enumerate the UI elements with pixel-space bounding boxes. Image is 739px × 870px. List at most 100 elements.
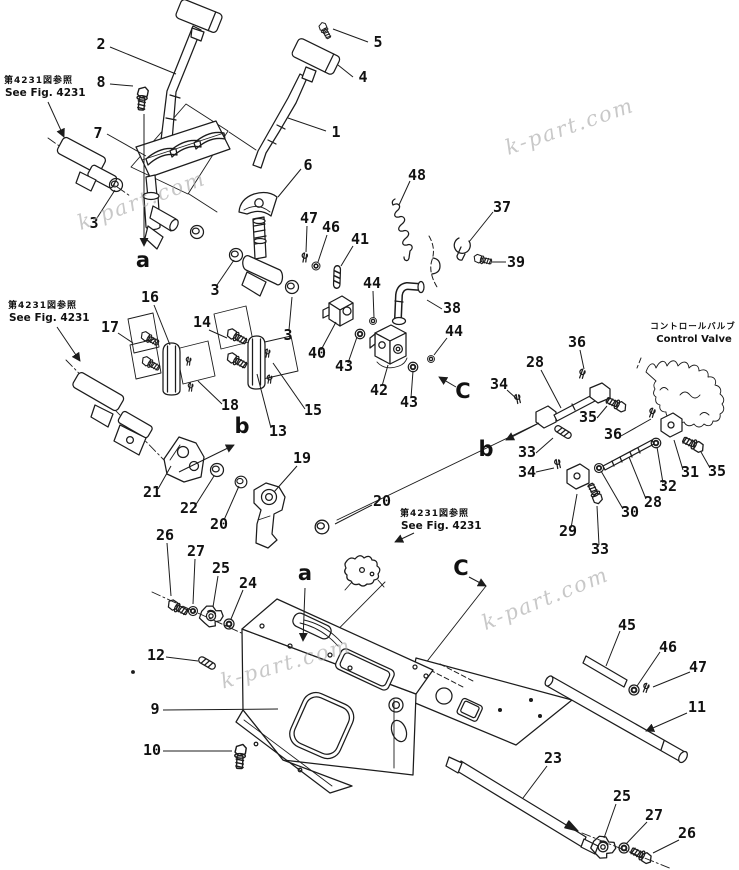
part-number-6: 6	[303, 156, 312, 174]
part-number-3: 3	[283, 326, 292, 344]
part-number-8: 8	[96, 73, 105, 91]
part-number-46: 46	[322, 218, 340, 236]
leader-lines	[96, 28, 711, 854]
pivot-shaft-upper-left	[56, 136, 124, 193]
leader-line-9	[162, 708, 279, 711]
leader-line-48	[398, 180, 411, 206]
leader-line-33	[596, 505, 600, 546]
part-number-34: 34	[490, 375, 508, 393]
leader-line-22	[194, 475, 215, 507]
leader-line-43	[347, 336, 358, 364]
washer-44	[368, 316, 378, 326]
part-number-16: 16	[141, 288, 159, 306]
part-number-28: 28	[526, 353, 544, 371]
part-number-14: 14	[193, 313, 211, 331]
part-number-1: 1	[331, 123, 340, 141]
leader-line-19	[273, 465, 298, 493]
knob-cap-6-joint	[238, 191, 300, 297]
part-number-25: 25	[613, 787, 631, 805]
part-number-3: 3	[210, 281, 219, 299]
leader-line-43	[410, 370, 414, 399]
part-number-47: 47	[300, 209, 318, 227]
bolt-8	[135, 85, 150, 112]
bushing-20	[234, 475, 248, 489]
leader-line-4	[337, 64, 354, 78]
hook-bracket	[431, 257, 441, 275]
part-number-26: 26	[156, 526, 174, 544]
part-number-24: 24	[239, 574, 257, 592]
bracket-19	[253, 482, 286, 549]
washer-27	[187, 605, 199, 617]
lever-plate-7	[135, 120, 231, 178]
cotter-pin-47	[301, 252, 309, 263]
part-number-19: 19	[293, 449, 311, 467]
part-number-36: 36	[604, 425, 622, 443]
screw-39	[472, 253, 493, 267]
view-arrow-C	[438, 376, 457, 388]
leader-line-20	[223, 485, 240, 521]
part-number-13: 13	[269, 422, 287, 440]
leader-line-27	[192, 558, 196, 605]
part-number-11: 11	[688, 698, 706, 716]
leader-line-8	[109, 83, 134, 87]
part-number-48: 48	[408, 166, 426, 184]
leader-line-15	[272, 362, 306, 410]
leader-line-7	[106, 133, 147, 157]
view-arrow-C	[468, 576, 487, 587]
part-number-40: 40	[308, 344, 326, 362]
leader-line-46	[636, 651, 661, 687]
bracket-21	[163, 436, 205, 483]
leader-line-3	[288, 296, 293, 331]
part-number-7: 7	[93, 124, 102, 142]
leader-line-14	[208, 329, 228, 339]
screw-5	[316, 20, 333, 41]
part-number-10: 10	[143, 741, 161, 759]
ref-en-1: See Fig. 4231	[9, 312, 90, 324]
leader-line-18	[197, 380, 223, 405]
leader-line-40	[320, 321, 337, 351]
part-number-25: 25	[212, 559, 230, 577]
leader-line-1	[287, 117, 327, 132]
part-number-18: 18	[221, 396, 239, 414]
leader-line-38	[426, 299, 443, 310]
part-number-12: 12	[147, 646, 165, 664]
leader-line-28	[628, 456, 647, 500]
leader-line-35	[700, 451, 711, 469]
part-number-22: 22	[180, 499, 198, 517]
leader-line-45	[605, 630, 621, 667]
linkage-rod-lower-28	[553, 407, 707, 506]
part-number-21: 21	[143, 483, 161, 501]
part-number-46: 46	[659, 638, 677, 656]
ref-jp-2: 第4231図参照	[400, 507, 469, 519]
part-number-36: 36	[568, 333, 586, 351]
leader-line-13	[256, 373, 272, 429]
part-number-42: 42	[370, 381, 388, 399]
bushing-20b	[314, 519, 330, 535]
leader-line-3	[96, 189, 116, 219]
part-number-32: 32	[659, 477, 677, 495]
part-number-41: 41	[351, 230, 369, 248]
part-number-45: 45	[618, 616, 636, 634]
valve-block-42	[369, 324, 408, 369]
leader-line-29	[570, 493, 578, 529]
leader-line-16	[153, 304, 171, 346]
part-number-43: 43	[400, 393, 418, 411]
links-and-plates	[127, 305, 299, 396]
leader-line-2	[109, 46, 177, 75]
part-number-44: 44	[363, 274, 381, 292]
part-number-37: 37	[493, 198, 511, 216]
leader-line-26	[652, 839, 680, 854]
part-number-34: 34	[518, 463, 536, 481]
leader-line-34	[535, 467, 555, 473]
bushing-22	[209, 462, 225, 478]
lever-1	[252, 38, 341, 169]
leader-line-28	[540, 369, 562, 409]
leader-line-41	[340, 245, 354, 267]
leader-line-23	[522, 765, 548, 799]
control-valve-label-en: Control Valve	[656, 334, 732, 345]
part-number-20: 20	[210, 515, 228, 533]
